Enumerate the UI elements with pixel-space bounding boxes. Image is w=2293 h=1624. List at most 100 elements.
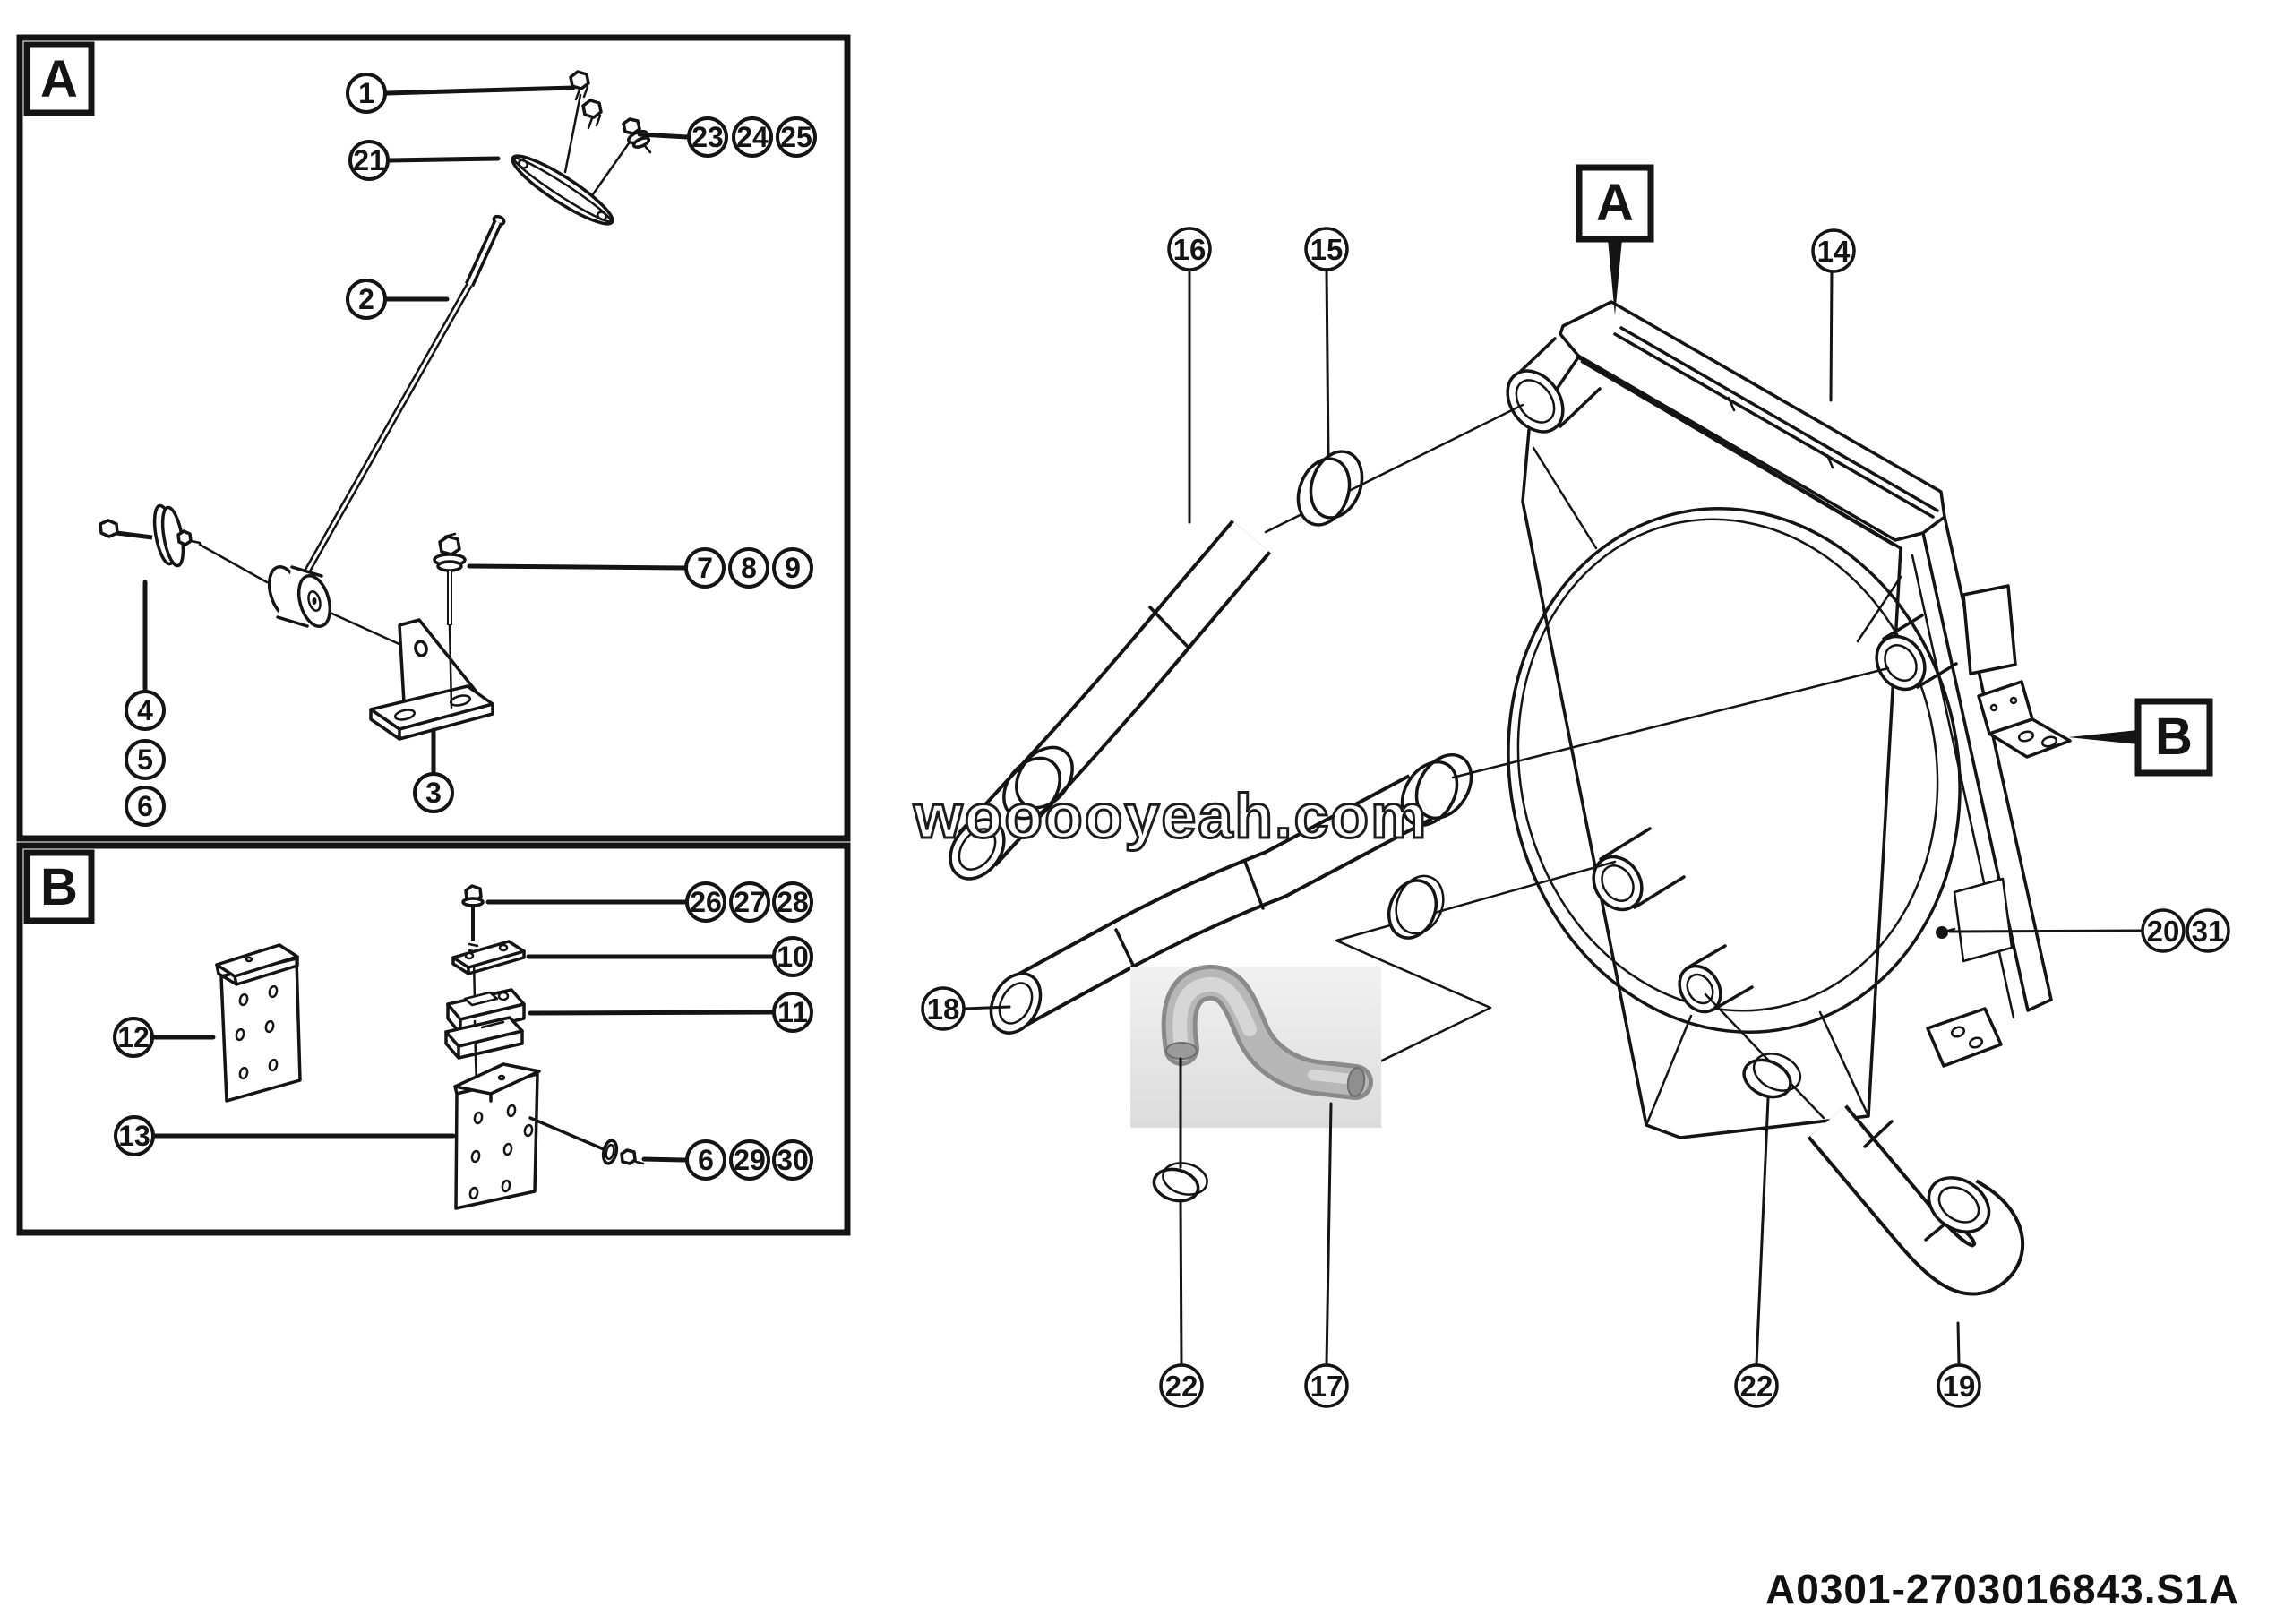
view-a-arrow xyxy=(1608,239,1622,315)
svg-text:7: 7 xyxy=(697,552,713,584)
callout-10: 10 xyxy=(772,936,813,977)
callout-31: 31 xyxy=(2186,908,2230,953)
panel-a: A xyxy=(16,34,851,842)
leader-18 xyxy=(963,1005,1011,1010)
callout-13: 13 xyxy=(114,1115,155,1156)
svg-text:17: 17 xyxy=(1310,1370,1344,1403)
callout-14: 14 xyxy=(1811,228,1856,273)
washer-assembly-part456 xyxy=(99,503,202,568)
leader-20-31 xyxy=(1948,929,2143,933)
leader-6b xyxy=(641,1156,688,1163)
callout-9: 9 xyxy=(772,547,813,589)
leader-23 xyxy=(637,132,690,140)
svg-text:B: B xyxy=(2155,708,2193,766)
svg-text:26: 26 xyxy=(690,886,722,918)
svg-text:19: 19 xyxy=(1943,1370,1976,1403)
clamp-on-hose18 xyxy=(1400,760,1459,828)
leader-1 xyxy=(384,85,576,96)
view-label-a: A xyxy=(1576,164,1654,315)
view-label-b: B xyxy=(2068,698,2213,777)
svg-text:27: 27 xyxy=(734,886,766,918)
svg-text:6: 6 xyxy=(137,790,153,822)
svg-text:28: 28 xyxy=(777,886,809,918)
bolt-part2031 xyxy=(1936,877,2014,963)
svg-text:25: 25 xyxy=(780,121,812,153)
callout-1: 1 xyxy=(346,73,387,114)
leader-19 xyxy=(1956,1321,1961,1366)
leader-17 xyxy=(1325,1102,1333,1366)
bolt-pair-part1 xyxy=(569,70,603,130)
bolt-part789 xyxy=(433,532,467,709)
svg-text:16: 16 xyxy=(1173,233,1207,266)
callout-12: 12 xyxy=(113,1017,154,1058)
stay-plate-part21 xyxy=(511,154,614,226)
callout-6: 6 xyxy=(125,786,166,827)
callout-25: 25 xyxy=(776,116,817,158)
clamp-22-right xyxy=(1742,1053,1802,1099)
axis-hose19 xyxy=(1704,992,1825,1120)
filler-neck xyxy=(1506,337,1602,434)
axis-line xyxy=(322,608,405,648)
callout-29: 29 xyxy=(729,1139,770,1181)
svg-text:24: 24 xyxy=(736,121,769,153)
leader-7 xyxy=(467,563,687,571)
main-view: A B 16 15 14 18 20 31 22 17 22 19 wooooy… xyxy=(912,164,2239,1612)
axis-line xyxy=(198,543,269,584)
leader-14 xyxy=(1829,270,1834,402)
plate-part10 xyxy=(451,940,526,975)
callout-7: 7 xyxy=(684,547,726,589)
stub-bottom xyxy=(1678,944,1754,1014)
callout-16: 16 xyxy=(1167,227,1212,271)
callout-11: 11 xyxy=(772,992,813,1033)
axis-hose18 xyxy=(1451,666,1890,779)
bracket-part12 xyxy=(215,943,302,1103)
svg-text:23: 23 xyxy=(691,121,724,153)
fan-ring-inner xyxy=(1516,518,1939,1012)
callout-23: 23 xyxy=(687,116,728,158)
callout-30: 30 xyxy=(772,1139,813,1181)
panel-b-border xyxy=(16,842,851,1236)
callout-5: 5 xyxy=(125,739,166,780)
svg-text:9: 9 xyxy=(785,552,801,584)
callout-27: 27 xyxy=(729,881,770,923)
watermark: wooooyeah.com xyxy=(913,781,1428,851)
svg-text:22: 22 xyxy=(1740,1370,1773,1403)
callout-21: 21 xyxy=(348,140,390,181)
svg-text:22: 22 xyxy=(1165,1370,1198,1403)
svg-text:29: 29 xyxy=(734,1144,766,1176)
clamp-mid xyxy=(1387,874,1445,940)
svg-text:12: 12 xyxy=(117,1021,150,1053)
svg-text:8: 8 xyxy=(741,552,757,584)
svg-text:A: A xyxy=(40,50,78,108)
svg-text:3: 3 xyxy=(425,777,442,809)
callout-22-left: 22 xyxy=(1159,1363,1204,1408)
svg-text:18: 18 xyxy=(927,992,960,1026)
svg-text:11: 11 xyxy=(777,996,808,1028)
part-number: A0301-2703016843.S1A xyxy=(1765,1566,2239,1612)
leader-15 xyxy=(1325,268,1330,458)
callout-6-b: 6 xyxy=(685,1139,726,1181)
stub-mid xyxy=(1875,614,1958,692)
svg-text:2: 2 xyxy=(358,283,374,315)
svg-text:31: 31 xyxy=(2192,915,2225,948)
svg-text:13: 13 xyxy=(118,1120,150,1152)
fan-ring-outer xyxy=(1507,507,1962,1034)
callout-3: 3 xyxy=(413,772,454,813)
callout-19: 19 xyxy=(1937,1363,1981,1408)
leader-21 xyxy=(387,156,501,163)
leader-22-right xyxy=(1755,1096,1770,1366)
panel-b-label: B xyxy=(23,849,95,924)
callout-22-right: 22 xyxy=(1734,1363,1779,1408)
bracket-part13 xyxy=(453,1062,541,1210)
axis-inset-pipe xyxy=(1335,860,1617,1077)
leader-11 xyxy=(528,1010,775,1016)
callout-24: 24 xyxy=(732,116,773,158)
svg-text:21: 21 xyxy=(353,144,385,176)
hose-18 xyxy=(989,752,1473,1035)
svg-text:B: B xyxy=(40,858,78,916)
bracket-part3 xyxy=(369,618,494,741)
panel-a-border xyxy=(16,34,851,842)
stub-lower-left xyxy=(1592,827,1686,912)
axis-line xyxy=(563,93,582,174)
